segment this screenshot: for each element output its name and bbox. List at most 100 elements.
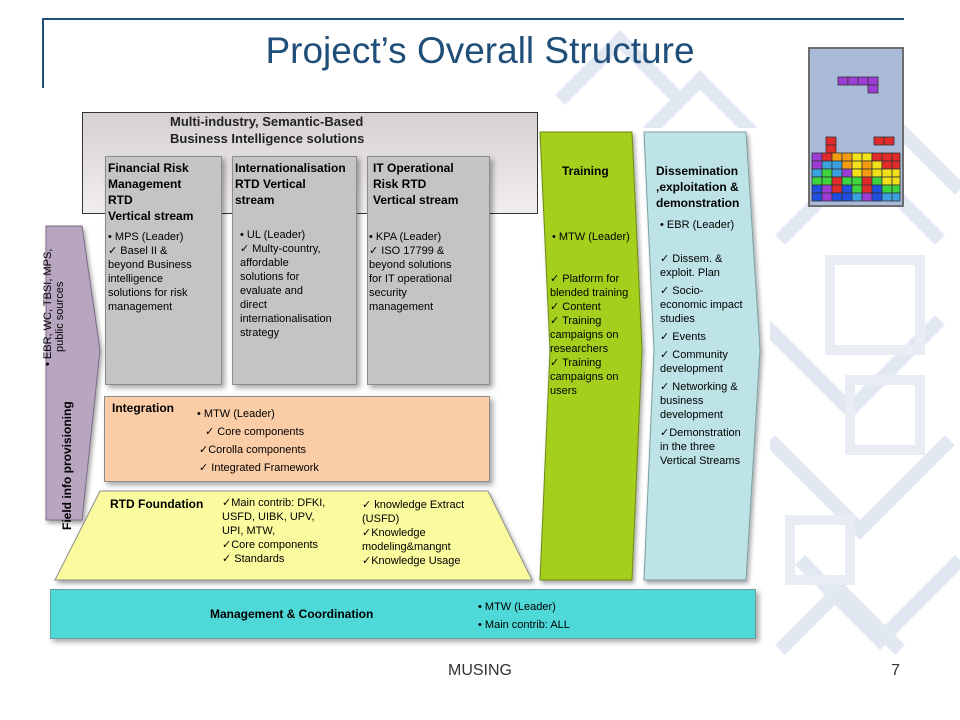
stream-title-line: Management	[108, 177, 182, 191]
dissemination-title: Dissemination ,exploitation & demonstrat…	[656, 163, 756, 211]
dissemination-item: ✓ Dissem. &	[660, 253, 723, 265]
stream-item: strategy	[240, 327, 280, 339]
rtd-item: USFD, UIBK, UPV,	[222, 511, 315, 523]
rtd-foundation-col1: ✓Main contrib: DFKI, USFD, UIBK, UPV, UP…	[222, 496, 362, 566]
management-title: Management & Coordination	[210, 607, 374, 621]
dissemination-item: ✓ Networking &	[660, 381, 738, 393]
stream-item: beyond Business	[108, 259, 192, 271]
integration-box	[104, 396, 490, 482]
dissemination-item: ✓ Community	[660, 349, 728, 361]
rtd-item: modeling&mangnt	[362, 541, 451, 553]
integration-body: • MTW (Leader) ✓ Core components ✓Coroll…	[197, 405, 397, 477]
training-item: campaigns on	[550, 329, 619, 341]
stream-title-line: Vertical stream	[373, 193, 459, 207]
stream-item: beyond solutions	[369, 259, 452, 271]
dissemination-leader: • EBR (Leader)	[660, 219, 735, 231]
stream-item: ✓ ISO 17799 &	[369, 245, 445, 257]
header-text: Multi-industry, Semantic-Based Business …	[170, 113, 470, 147]
frame-left-line	[42, 18, 44, 88]
dissemination-item: ✓Demonstration	[660, 427, 741, 439]
stream-item: ✓ Multy-country,	[240, 243, 321, 255]
page-number: 7	[891, 662, 900, 679]
stream-item: management	[369, 301, 434, 313]
stream-it-operational-title: IT Operational Risk RTD Vertical stream	[373, 160, 488, 208]
field-info-bullet: public sources	[54, 281, 66, 352]
stream-item: evaluate and	[240, 285, 303, 297]
training-leader: • MTW (Leader)	[552, 231, 630, 243]
dissemination-item: development	[660, 363, 723, 375]
stream-it-operational-body: • KPA (Leader) ✓ ISO 17799 & beyond solu…	[369, 230, 487, 314]
dissemination-item: in the three	[660, 441, 716, 453]
rtd-item: ✓Main contrib: DFKI,	[222, 497, 326, 509]
rtd-item: ✓Knowledge Usage	[362, 555, 461, 567]
management-item: • Main contrib: ALL	[478, 619, 570, 631]
rtd-item: ✓Core components	[222, 539, 319, 551]
stream-item: solutions for risk	[108, 287, 188, 299]
stream-item: internationalisation	[240, 313, 332, 325]
stream-leader: • UL (Leader)	[240, 229, 306, 241]
training-item: ✓ Training	[550, 357, 602, 369]
rtd-item: (USFD)	[362, 513, 400, 525]
stream-internationalisation-title: Internationalisation RTD Vertical stream	[235, 160, 357, 208]
stream-item: direct	[240, 299, 267, 311]
training-item: ✓ Content	[550, 301, 601, 313]
dissemination-item: ✓ Events	[660, 331, 706, 343]
dissemination-title-line: demonstration	[656, 196, 740, 210]
management-box	[50, 589, 756, 639]
dissemination-body: ✓ Dissem. & exploit. Plan ✓ Socio- econo…	[660, 252, 760, 468]
dissemination-title-line: Dissemination	[656, 164, 739, 178]
integration-title: Integration	[112, 401, 174, 415]
tetris-blocks-icon	[810, 49, 902, 205]
integration-item: ✓ Integrated Framework	[199, 462, 319, 474]
stream-item: intelligence	[108, 273, 164, 285]
stream-item: ✓ Basel II &	[108, 245, 168, 257]
rtd-foundation-shape	[54, 490, 533, 581]
training-item: ✓ Training	[550, 315, 602, 327]
dissemination-item: development	[660, 409, 723, 421]
footer-label: MUSING	[448, 662, 512, 679]
rtd-item: ✓ knowledge Extract	[362, 499, 465, 511]
stream-internationalisation	[232, 156, 357, 385]
dissemination-title-line: ,exploitation &	[656, 180, 739, 194]
stream-financial-risk-title: Financial Risk Management RTD Vertical s…	[108, 160, 223, 224]
management-item: • MTW (Leader)	[478, 601, 556, 613]
stream-item: solutions for	[240, 271, 300, 283]
stream-internationalisation-body: • UL (Leader) ✓ Multy-country, affordabl…	[240, 228, 355, 340]
tetris-logo	[808, 47, 904, 207]
management-body: • MTW (Leader) • Main contrib: ALL	[478, 598, 570, 634]
training-item: users	[550, 385, 577, 397]
dissemination-item: studies	[660, 313, 695, 325]
rtd-foundation-title: RTD Foundation	[110, 497, 204, 511]
dissemination-item: economic impact	[660, 299, 743, 311]
integration-leader: • MTW (Leader)	[197, 408, 275, 420]
integration-item: ✓Corolla components	[199, 444, 307, 456]
rtd-item: UPI, MTW,	[222, 525, 276, 537]
stream-item: security	[369, 287, 407, 299]
integration-item: ✓ Core components	[205, 426, 305, 438]
stream-title-line: Internationalisation	[235, 161, 346, 175]
training-item: blended training	[550, 287, 629, 299]
training-item: ✓ Platform for	[550, 273, 620, 285]
stream-leader: • KPA (Leader)	[369, 231, 442, 243]
rtd-item: ✓ Standards	[222, 553, 285, 565]
stream-item: management	[108, 301, 173, 313]
stream-title-line: IT Operational	[373, 161, 454, 175]
dissemination-item: business	[660, 395, 704, 407]
training-item: campaigns on	[550, 371, 619, 383]
stream-financial-risk	[105, 156, 222, 385]
stream-it-operational	[367, 156, 490, 385]
dissemination-shape	[643, 131, 761, 581]
dissemination-item: exploit. Plan	[660, 267, 720, 279]
stream-title-line: Financial Risk	[108, 161, 189, 175]
training-item: researchers	[550, 343, 609, 355]
training-body: ✓ Platform for blended training ✓ Conten…	[550, 272, 640, 398]
stream-title-line: stream	[235, 193, 275, 207]
dissemination-item: Vertical Streams	[660, 455, 741, 467]
stream-item: for IT operational	[369, 273, 452, 285]
header-line-1: Multi-industry, Semantic-Based	[170, 114, 364, 129]
frame-top-line	[42, 18, 904, 20]
stream-leader: • MPS (Leader)	[108, 231, 184, 243]
training-shape	[539, 131, 643, 581]
training-title: Training	[562, 164, 609, 178]
